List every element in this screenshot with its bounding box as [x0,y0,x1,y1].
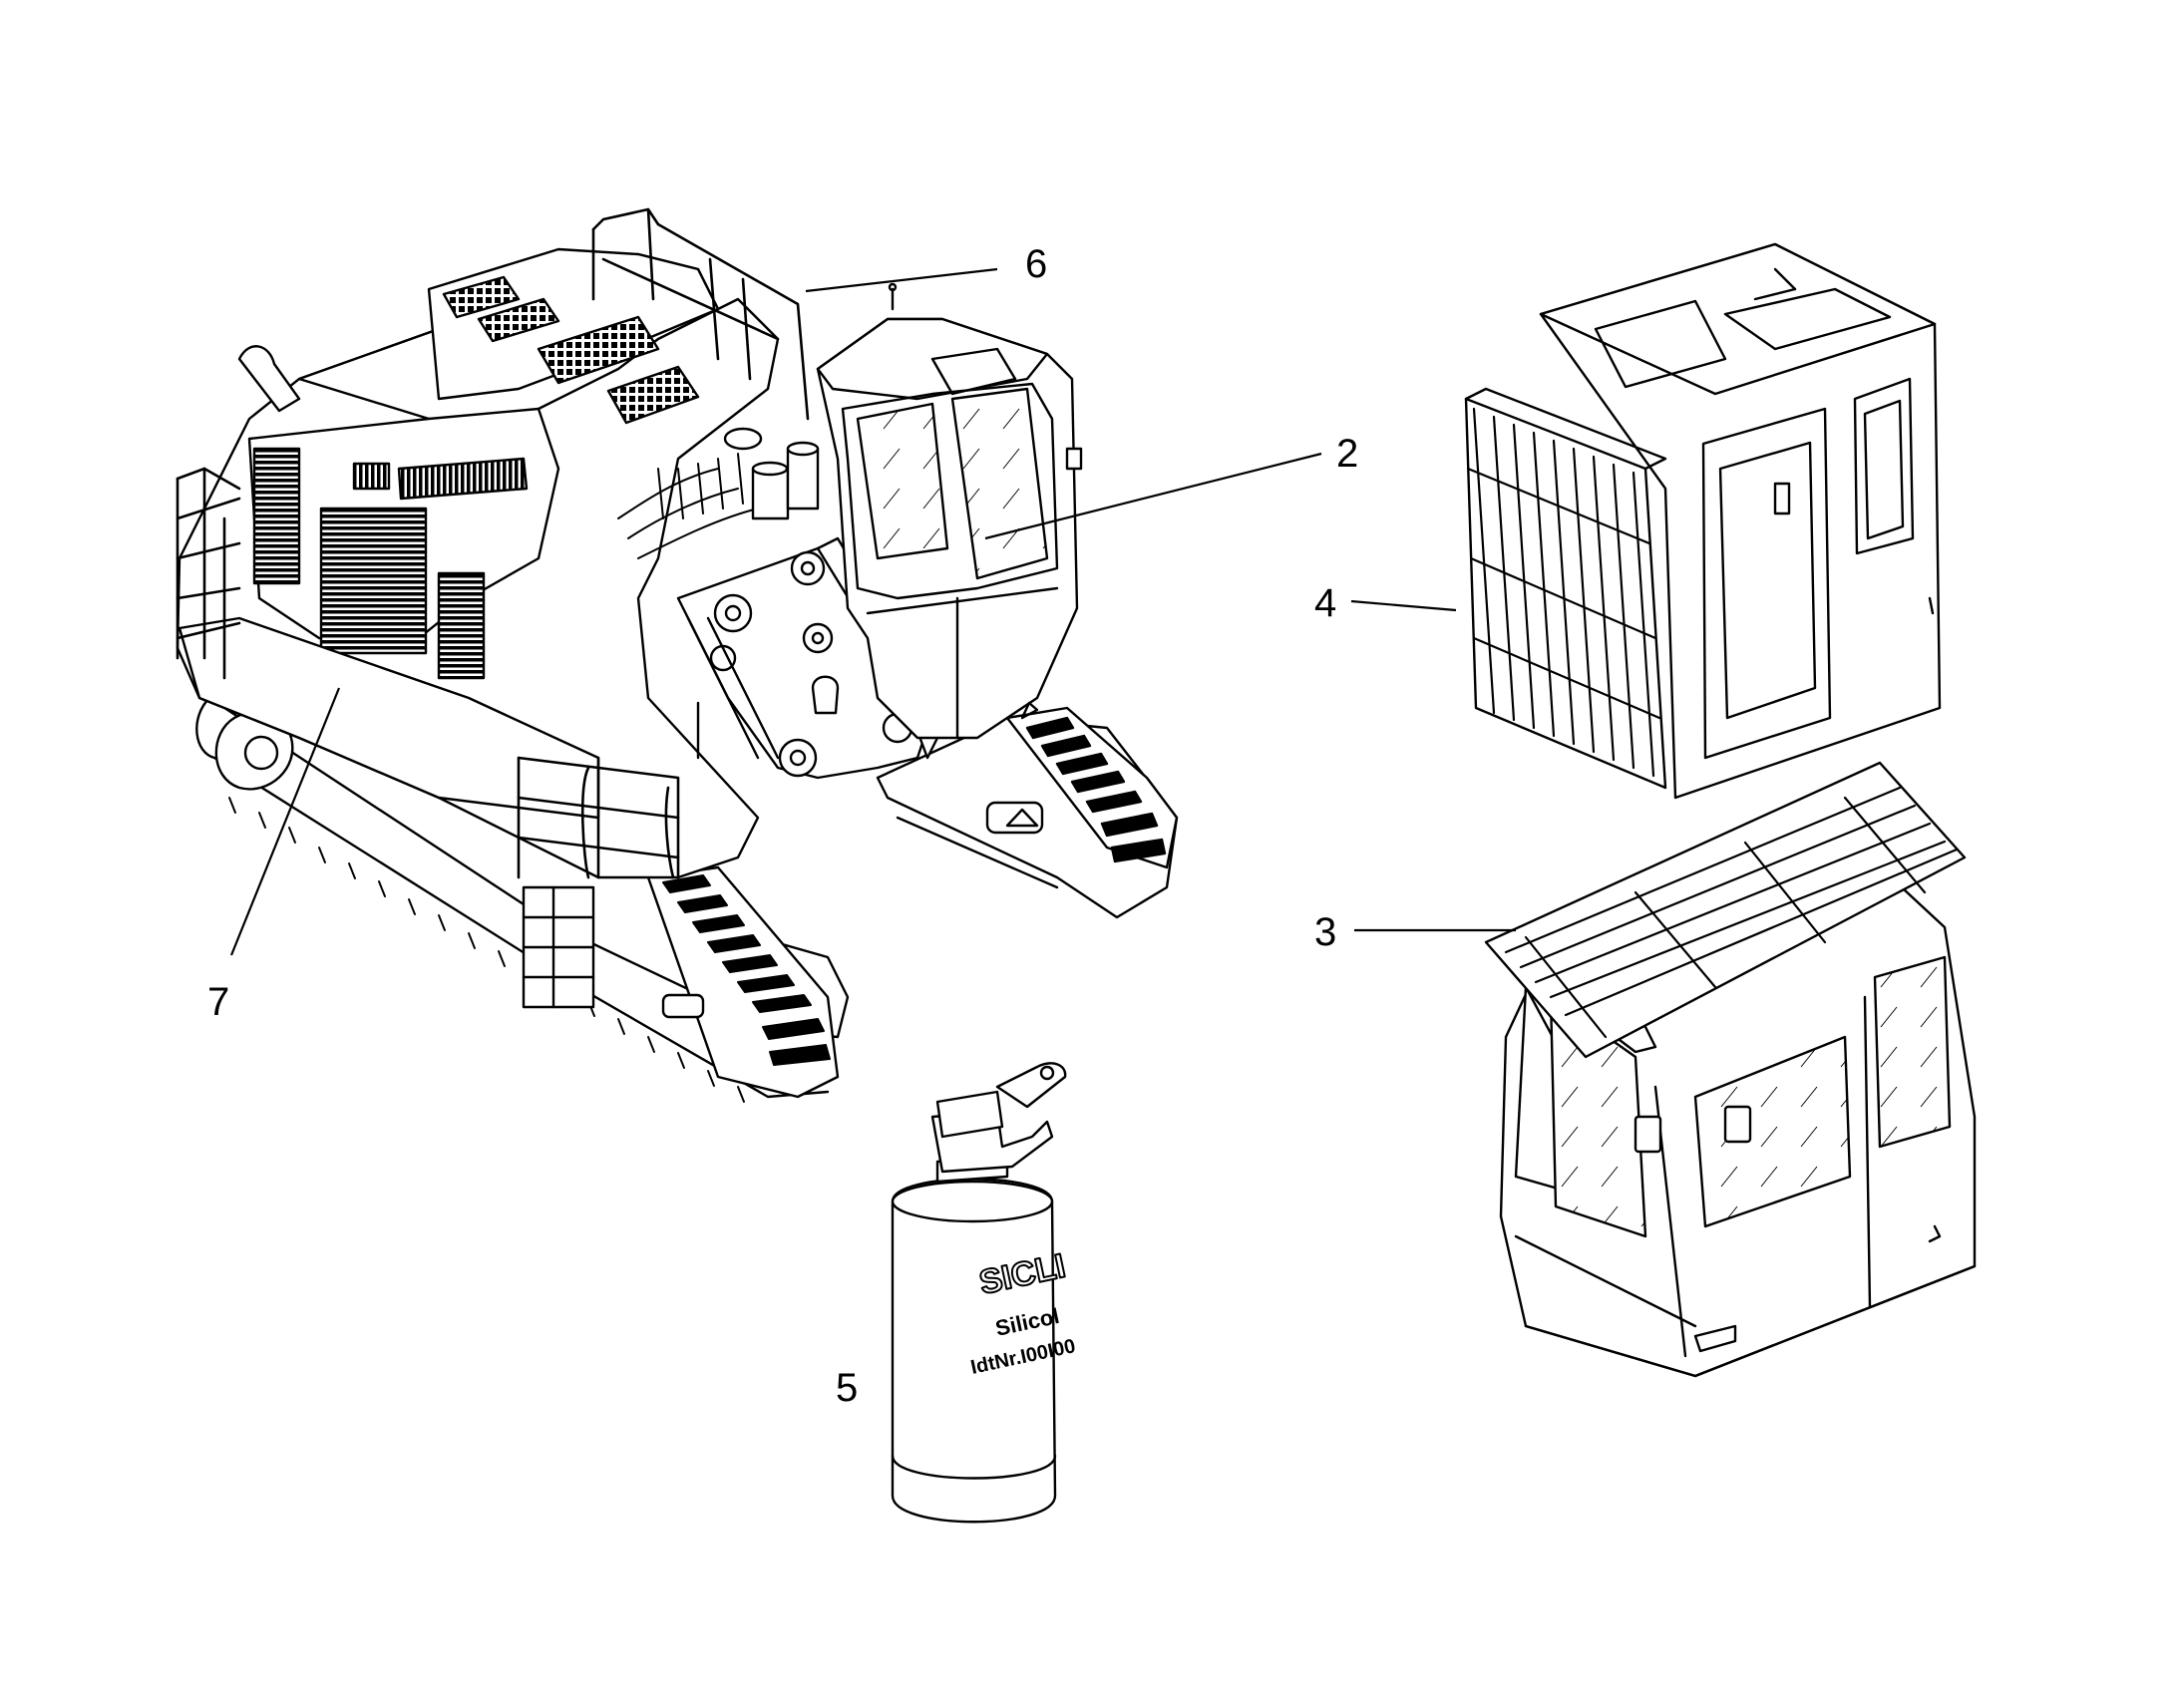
callout-2: 2 [984,432,1358,540]
callout-label-3: 3 [1314,910,1336,954]
callout-7: 7 [207,687,341,1024]
excavator-drawing [176,207,1179,1103]
callout-4: 4 [1314,581,1457,625]
callout-6: 6 [805,242,1047,293]
fire-extinguisher: SICLI Silicol IdtNr.I00I00 [891,1062,1077,1524]
top-guard [1484,761,1967,1059]
callout-label-4: 4 [1314,581,1336,625]
callout-label-6: 6 [1025,242,1047,286]
callout-label-5: 5 [836,1366,858,1410]
cab-with-top-guard [1484,761,1977,1378]
cab-with-front-guard [1464,242,1942,800]
upper-structure [176,207,820,1009]
left-track [195,686,850,1103]
right-track [876,706,1179,919]
callout-label-7: 7 [207,980,229,1024]
callout-5: 5 [836,1366,858,1410]
excavator-cab [816,282,1083,740]
callout-3: 3 [1314,910,1516,954]
front-guard [1464,387,1667,790]
callout-label-2: 2 [1336,432,1358,476]
